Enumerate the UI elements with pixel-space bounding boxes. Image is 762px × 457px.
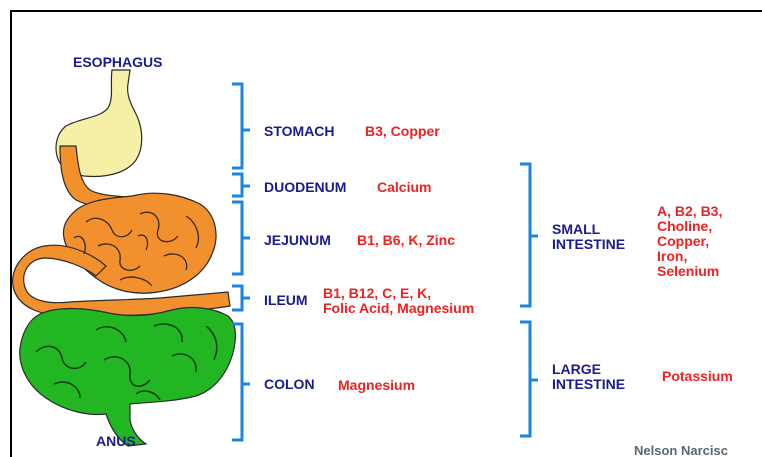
large-intestine-label: LARGE INTESTINE [552, 362, 625, 392]
colon-shape [20, 308, 236, 446]
anus-label: ANUS [96, 434, 136, 448]
duodenum-brace [232, 174, 250, 196]
large-intestine-label-line-1: LARGE [552, 362, 625, 377]
ileum-label: ILEUM [264, 293, 308, 307]
stomach-brace [232, 84, 250, 168]
stomach-label: STOMACH [264, 124, 335, 138]
small-intestine-label-line-2: INTESTINE [552, 237, 625, 252]
large-intestine-brace [520, 322, 538, 436]
small-intestine-nutrients: A, B2, B3, Choline, Copper, Iron, Seleni… [657, 204, 722, 279]
stomach-nutrients: B3, Copper [365, 124, 440, 138]
author-credit: Nelson Narcisc [634, 444, 728, 457]
duodenum-label: DUODENUM [264, 180, 346, 194]
colon-label: COLON [264, 377, 315, 391]
small-intestine-nutrients-line-3: Copper, [657, 234, 722, 249]
esophagus-label: ESOPHAGUS [73, 55, 162, 69]
small-intestine-nutrients-line-4: Iron, [657, 249, 722, 264]
jejunum-nutrients: B1, B6, K, Zinc [357, 233, 455, 247]
ileum-nutrients-line-1: B1, B12, C, E, K, [323, 286, 474, 301]
small-intestine-nutrients-line-1: A, B2, B3, [657, 204, 722, 219]
ileum-nutrients: B1, B12, C, E, K, Folic Acid, Magnesium [323, 286, 474, 316]
ileum-nutrients-line-2: Folic Acid, Magnesium [323, 301, 474, 316]
small-intestine-brace [520, 164, 538, 306]
small-intestine-label-line-1: SMALL [552, 222, 625, 237]
ileum-brace [232, 286, 250, 310]
duodenum-nutrients: Calcium [377, 180, 431, 194]
colon-nutrients: Magnesium [338, 378, 415, 392]
jejunum-label: JEJUNUM [264, 233, 331, 247]
small-intestine-nutrients-line-2: Choline, [657, 219, 722, 234]
large-intestine-label-line-2: INTESTINE [552, 377, 625, 392]
large-intestine-nutrients: Potassium [662, 369, 733, 383]
small-intestine-label: SMALL INTESTINE [552, 222, 625, 252]
jejunum-brace [232, 202, 250, 274]
small-intestine-nutrients-line-5: Selenium [657, 264, 722, 279]
